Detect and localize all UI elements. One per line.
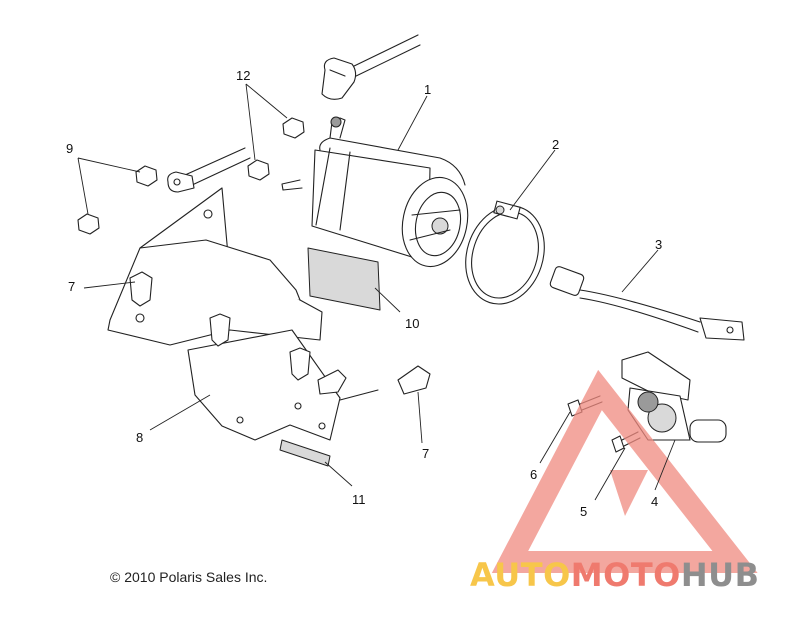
part-nut-12 <box>247 117 305 181</box>
ground-cable <box>167 147 251 193</box>
leader-lines <box>77 83 676 501</box>
label-8: 8 <box>136 430 143 445</box>
label-9: 9 <box>66 141 73 156</box>
part-small-pad <box>279 439 331 467</box>
watermark-hub: HUB <box>680 556 760 594</box>
part-starter-motor <box>281 116 469 268</box>
part-hose-clamp <box>465 200 545 305</box>
label-12: 12 <box>236 68 250 83</box>
copyright-notice: © 2010 Polaris Sales Inc. <box>110 569 268 585</box>
watermark-brand: AUTOMOTOHUB <box>470 556 760 594</box>
part-mounting-bracket <box>107 187 341 441</box>
starter-cable-top <box>321 34 421 100</box>
watermark-triangle-logo <box>491 369 758 573</box>
part-starter-drive <box>621 351 727 443</box>
label-1: 1 <box>424 82 431 97</box>
watermark-auto: AUTO <box>470 556 571 594</box>
label-5: 5 <box>580 504 587 519</box>
label-6: 6 <box>530 467 537 482</box>
label-7-right: 7 <box>422 446 429 461</box>
part-bolt-7 <box>129 271 431 401</box>
part-number-labels: 1 2 3 4 5 6 7 7 8 9 10 11 12 <box>66 68 662 519</box>
part-insulator-pad <box>307 247 381 311</box>
label-11: 11 <box>352 492 366 507</box>
label-3: 3 <box>655 237 662 252</box>
label-7-left: 7 <box>68 279 75 294</box>
part-cable <box>549 266 745 341</box>
label-2: 2 <box>552 137 559 152</box>
watermark-moto: MOTO <box>570 556 681 594</box>
label-4: 4 <box>651 494 658 509</box>
part-nut-9 <box>77 165 158 235</box>
label-10: 10 <box>405 316 419 331</box>
